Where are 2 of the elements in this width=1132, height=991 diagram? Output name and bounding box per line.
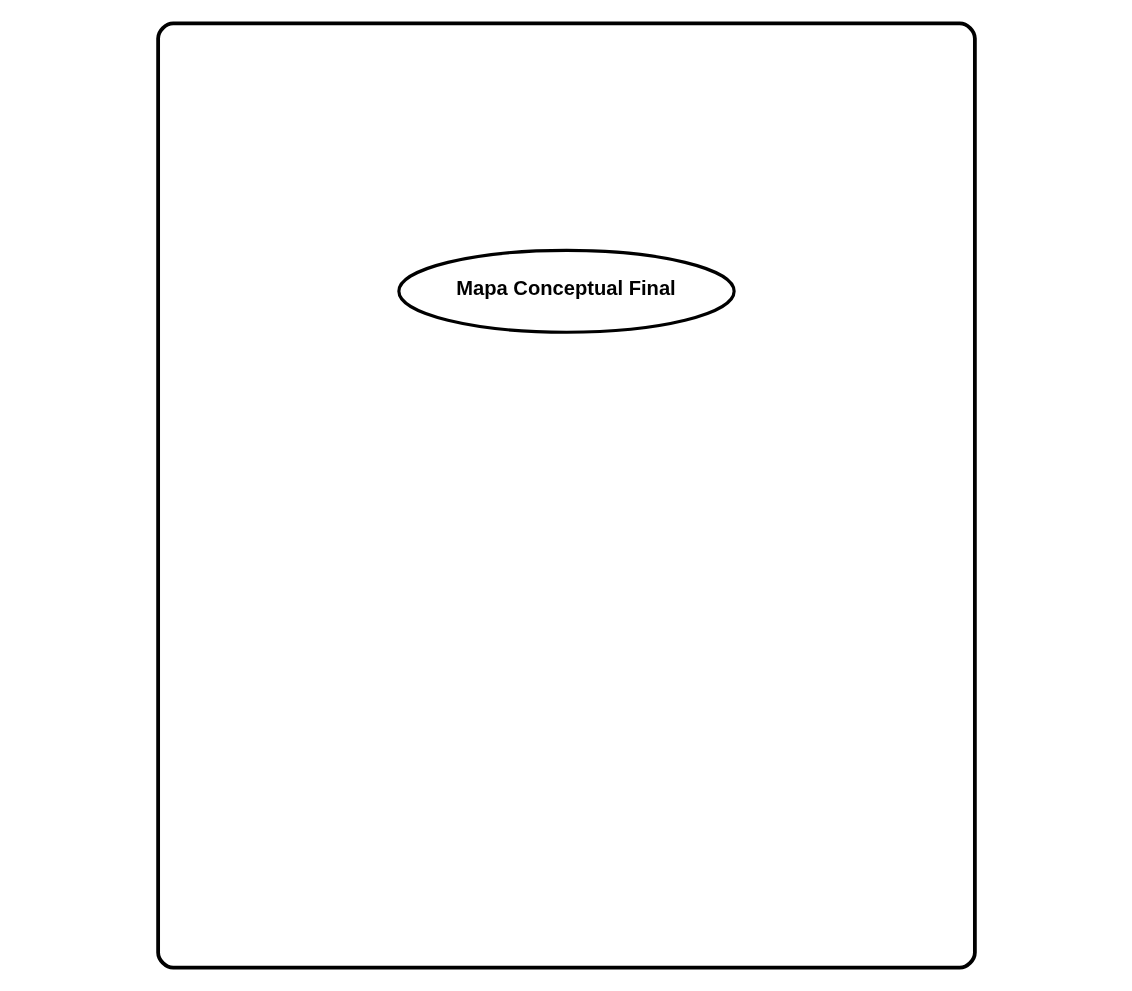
node-ellipse: Mapa Conceptual Final [396, 248, 736, 334]
cluster [155, 21, 977, 970]
